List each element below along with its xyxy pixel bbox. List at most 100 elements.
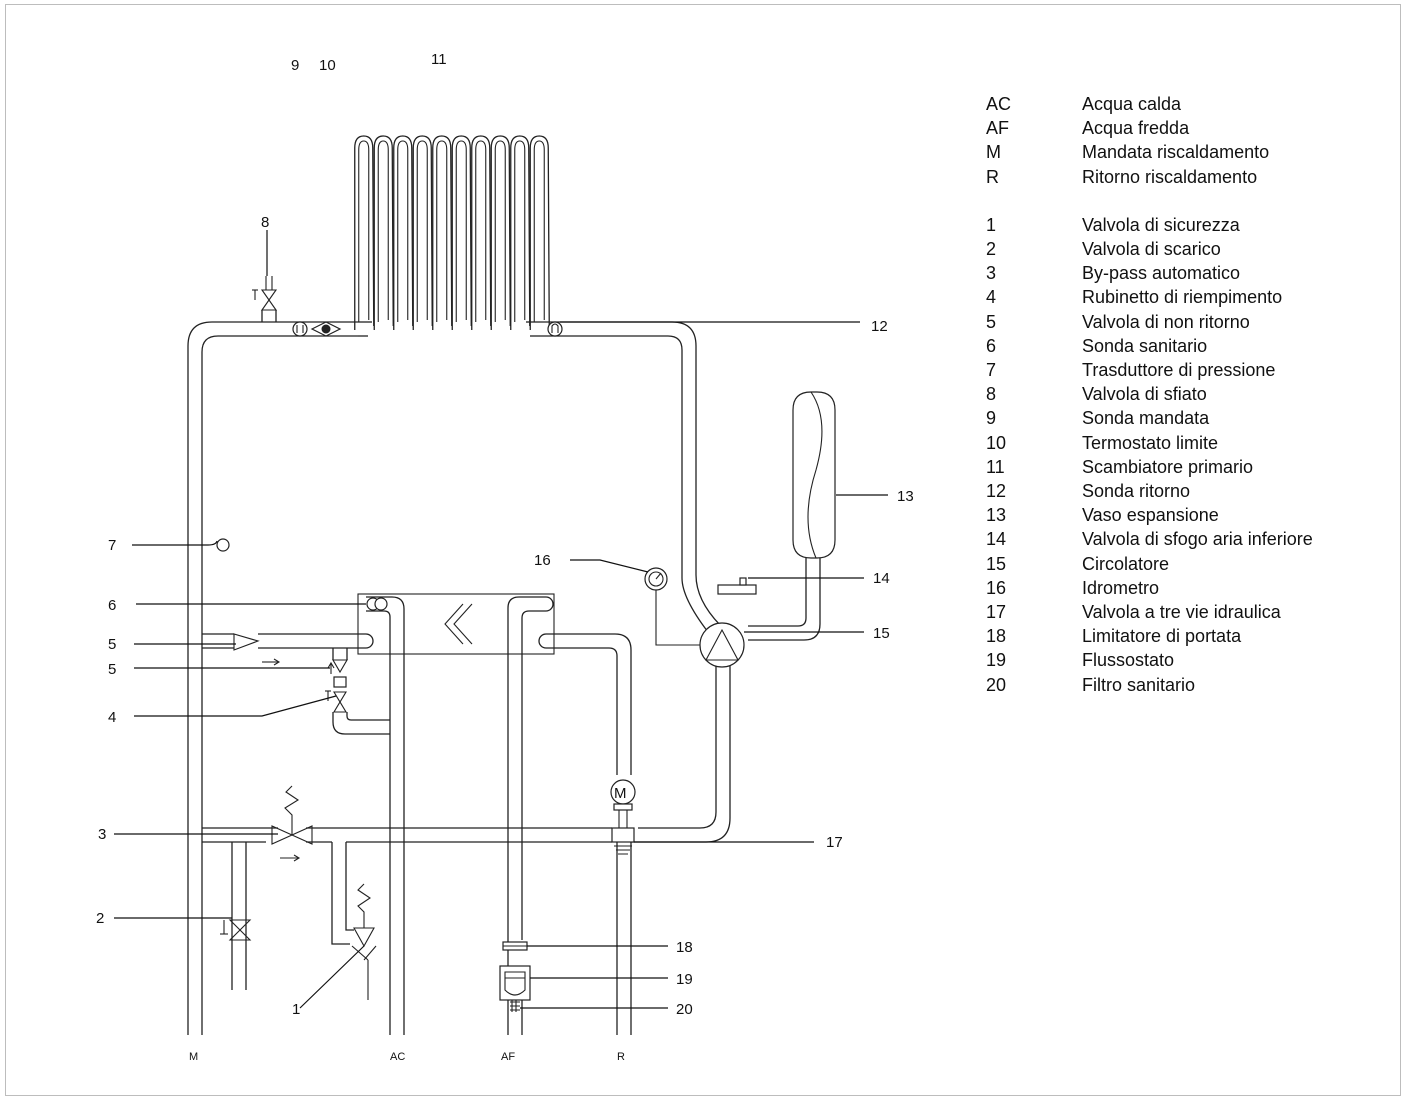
callout-18: 18 bbox=[676, 939, 693, 956]
legend-code: 14 bbox=[986, 529, 1007, 550]
hydrometer bbox=[644, 567, 700, 646]
legend-row: 5 Valvola di non ritorno bbox=[986, 310, 1386, 334]
legend-description: Valvola di sfiato bbox=[1082, 384, 1207, 405]
legend-code: 4 bbox=[986, 287, 997, 308]
legend-description: Circolatore bbox=[1082, 553, 1170, 574]
legend-description: Valvola di sicurezza bbox=[1082, 214, 1240, 235]
legend-code: 17 bbox=[986, 602, 1007, 623]
callout-5b: 5 bbox=[108, 661, 116, 678]
legend-description: Mandata riscaldamento bbox=[1082, 142, 1270, 163]
primary-heat-exchanger bbox=[354, 135, 550, 337]
legend-code: 15 bbox=[986, 553, 1007, 574]
legend-code: M bbox=[986, 142, 1001, 163]
legend-row: 20 Filtro sanitario bbox=[986, 673, 1386, 697]
legend-description: Acqua fredda bbox=[1082, 118, 1190, 139]
cold-water-pipe bbox=[507, 596, 554, 1035]
coil-loop-inner bbox=[475, 140, 487, 322]
legend-description: Ritorno riscaldamento bbox=[1082, 166, 1258, 187]
connection-m: M bbox=[189, 1051, 198, 1063]
leader-lines bbox=[114, 230, 888, 1009]
callout-12: 12 bbox=[871, 318, 888, 335]
legend-row: R Ritorno riscaldamento bbox=[986, 165, 1386, 189]
callout-labels: 1 2 3 4 5 5 6 7 8 9 10 11 12 13 14 15 16… bbox=[96, 51, 914, 1018]
callout-2: 2 bbox=[96, 910, 104, 927]
legend-description: Scambiatore primario bbox=[1082, 456, 1254, 477]
legend-description: Idrometro bbox=[1082, 577, 1160, 598]
coil-loop-inner bbox=[494, 140, 506, 322]
legend-code: 12 bbox=[986, 481, 1007, 502]
callout-15: 15 bbox=[873, 625, 890, 642]
legend-code: 5 bbox=[986, 311, 997, 332]
coil-loop-inner bbox=[455, 140, 467, 322]
air-vent-valve bbox=[252, 276, 278, 322]
legend-row: 3 By-pass automatico bbox=[986, 261, 1386, 285]
coil-loop bbox=[393, 135, 414, 330]
pressure-transducer bbox=[216, 538, 230, 552]
legend-description: By-pass automatico bbox=[1082, 263, 1241, 284]
three-way-valve: M bbox=[610, 779, 636, 855]
legend-row: 16 Idrometro bbox=[986, 576, 1386, 600]
legend-row: 12 Sonda ritorno bbox=[986, 479, 1386, 503]
callout-4: 4 bbox=[108, 709, 116, 726]
legend-row: AF Acqua fredda bbox=[986, 116, 1386, 140]
legend-description: Sonda ritorno bbox=[1082, 481, 1191, 502]
flow-sensor bbox=[292, 321, 308, 337]
main-circuit-pipe bbox=[187, 321, 731, 1035]
callout-6: 6 bbox=[108, 597, 116, 614]
callout-14: 14 bbox=[873, 570, 890, 587]
svg-text:M: M bbox=[614, 785, 627, 802]
coil-loop bbox=[373, 135, 394, 330]
drain-valve bbox=[220, 842, 252, 990]
legend-code: 10 bbox=[986, 432, 1007, 453]
secondary-heat-exchanger bbox=[357, 593, 555, 655]
legend-description: Valvola di non ritorno bbox=[1082, 311, 1250, 332]
coil-loop-inner bbox=[377, 140, 389, 322]
hot-water-pipe bbox=[366, 596, 405, 1035]
legend-code: R bbox=[986, 166, 999, 187]
automatic-bypass bbox=[271, 785, 313, 862]
legend-code: 11 bbox=[986, 456, 1005, 477]
callout-13: 13 bbox=[897, 488, 914, 505]
sanitary-filter bbox=[510, 1000, 520, 1012]
callout-11: 11 bbox=[431, 51, 447, 68]
limit-thermostat bbox=[310, 321, 342, 337]
coil-loop bbox=[471, 135, 492, 330]
legend-code: 6 bbox=[986, 335, 997, 356]
coil-loop bbox=[432, 135, 453, 330]
legend-code: 16 bbox=[986, 577, 1007, 598]
legend-description: Valvola di sfogo aria inferiore bbox=[1082, 529, 1313, 550]
legend-description: Valvola di scarico bbox=[1082, 239, 1221, 260]
coil-loop-inner bbox=[416, 140, 428, 322]
callout-5a: 5 bbox=[108, 636, 116, 653]
legend-row: 11 Scambiatore primario bbox=[986, 455, 1386, 479]
coil-loop-inner bbox=[397, 140, 409, 322]
legend-row: 14 Valvola di sfogo aria inferiore bbox=[986, 527, 1386, 551]
legend-description: Filtro sanitario bbox=[1082, 674, 1196, 695]
coil-loop-inner bbox=[436, 140, 448, 322]
coil-loop bbox=[451, 135, 472, 330]
legend-code: AF bbox=[986, 118, 1010, 139]
connection-r: R bbox=[617, 1051, 625, 1063]
expansion-vessel bbox=[748, 391, 836, 641]
legend-code: 20 bbox=[986, 674, 1007, 695]
connection-labels: M AC AF R bbox=[189, 1051, 625, 1063]
legend-description: Trasduttore di pressione bbox=[1082, 360, 1276, 381]
legend-code: 3 bbox=[986, 263, 997, 284]
callout-9: 9 bbox=[291, 57, 299, 74]
flow-limiter bbox=[502, 941, 528, 951]
